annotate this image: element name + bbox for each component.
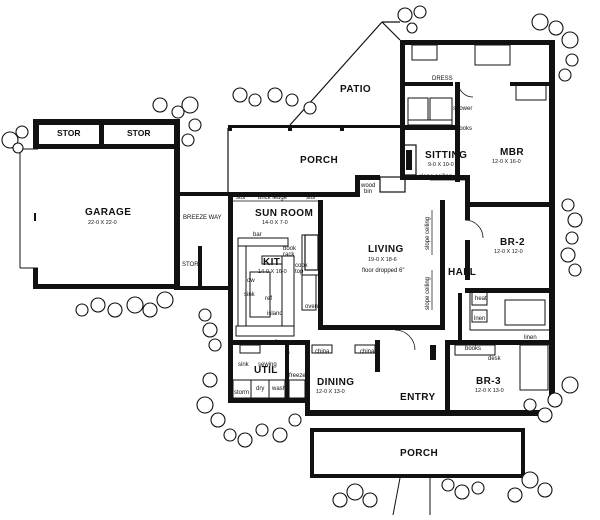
books-label-1: books <box>414 126 430 132</box>
mbr-label: MBR <box>500 147 524 158</box>
wash-label: wash <box>271 386 286 392</box>
books-label-3: books <box>465 346 481 352</box>
hall-label: HALL <box>448 267 476 278</box>
mbr-dims: 12-0 X 16-0 <box>492 159 521 165</box>
porch-outlines <box>227 21 525 516</box>
porch-back-label: PORCH <box>300 155 338 166</box>
dining-dims: 12-0 X 13-0 <box>316 389 345 395</box>
dress-label: DRESS <box>432 76 453 82</box>
shower-label: shower <box>453 106 472 112</box>
living-label: LIVING <box>368 244 404 255</box>
garage-label: GARAGE <box>85 207 131 218</box>
ref-label: ref <box>265 296 272 302</box>
china-label-1: china <box>315 349 330 355</box>
desk-label-1: desk <box>437 126 451 132</box>
stor-left-label: STOR <box>57 128 80 138</box>
sitting-dims: 9-0 X 10-0 <box>428 162 454 168</box>
entry-label: ENTRY <box>400 392 436 403</box>
br2-dims: 12-0 X 12-0 <box>494 249 523 255</box>
patio-label: PATIO <box>340 84 371 95</box>
stor-breeze-label: STOR <box>182 262 199 268</box>
slope-ceiling-label-2: slope ceiling <box>425 217 431 250</box>
sink-label: sink <box>244 292 256 298</box>
stor-right-label: STOR <box>127 128 150 138</box>
cook-top-label-2: top <box>295 269 304 275</box>
freezer-label: freezer <box>289 373 308 379</box>
shrubs-top <box>232 5 579 115</box>
bar-label: bar <box>253 232 262 238</box>
storm-label: storm <box>234 390 249 396</box>
slope-ceiling-label-1: slope ceiling <box>419 174 452 180</box>
interior-details <box>232 44 555 399</box>
stor-tag-2: stor <box>306 195 316 201</box>
util-label: UTIL <box>254 365 278 376</box>
br2-label: BR-2 <box>500 237 525 248</box>
garage-dims: 22-0 X 22-0 <box>88 220 117 226</box>
lnen-label: lnen <box>474 316 485 322</box>
br3-dims: 12-0 X 13-0 <box>475 388 504 394</box>
dry-label: dry <box>256 386 264 392</box>
sink-util-label: sink <box>238 362 250 368</box>
shrubs-right <box>332 198 583 508</box>
porch-front-label: PORCH <box>400 448 438 459</box>
sitting-label: SITTING <box>425 150 467 161</box>
china-label-2: china <box>360 349 375 355</box>
shrubs-left <box>1 96 302 448</box>
floor-dropped-label: floor dropped 6" <box>362 268 405 274</box>
sunroom-label: SUN ROOM <box>255 208 313 219</box>
kitchen-dims: 14-0 X 16-0 <box>258 269 287 275</box>
dw-label: dw <box>247 278 255 284</box>
breezeway-label: BREEZE WAY <box>183 215 222 221</box>
books-label-2: books <box>456 126 472 132</box>
book-rack-label-2: rack <box>283 252 295 258</box>
slope-ceiling-label-3: slope ceiling <box>425 277 431 310</box>
desk-label-2: desk <box>488 356 502 362</box>
breezeway-walls <box>174 192 230 290</box>
dining-label: DINING <box>317 377 354 388</box>
linen-label: linen <box>524 335 537 341</box>
oven-label: oven <box>305 304 318 310</box>
sewing-label: sewing <box>258 362 277 368</box>
cook-top-label-1: cook <box>295 263 309 269</box>
heat-label: heat <box>475 296 487 302</box>
living-dims: 19-0 X 18-6 <box>368 257 397 263</box>
sunroom-dims: 14-0 X 7-0 <box>262 220 288 226</box>
wood-bin-label-2: bin <box>364 189 372 195</box>
garage-walls <box>19 119 180 289</box>
wood-bin-label-1: wood <box>360 183 375 189</box>
stor-tag-1: stor <box>236 195 246 201</box>
br3-label: BR-3 <box>476 376 501 387</box>
island-label: island <box>267 311 283 317</box>
brick-ledge-label: brick ledge <box>258 195 288 201</box>
book-rack-label-1: book <box>283 246 297 252</box>
kitchen-label: KIT <box>263 257 280 268</box>
